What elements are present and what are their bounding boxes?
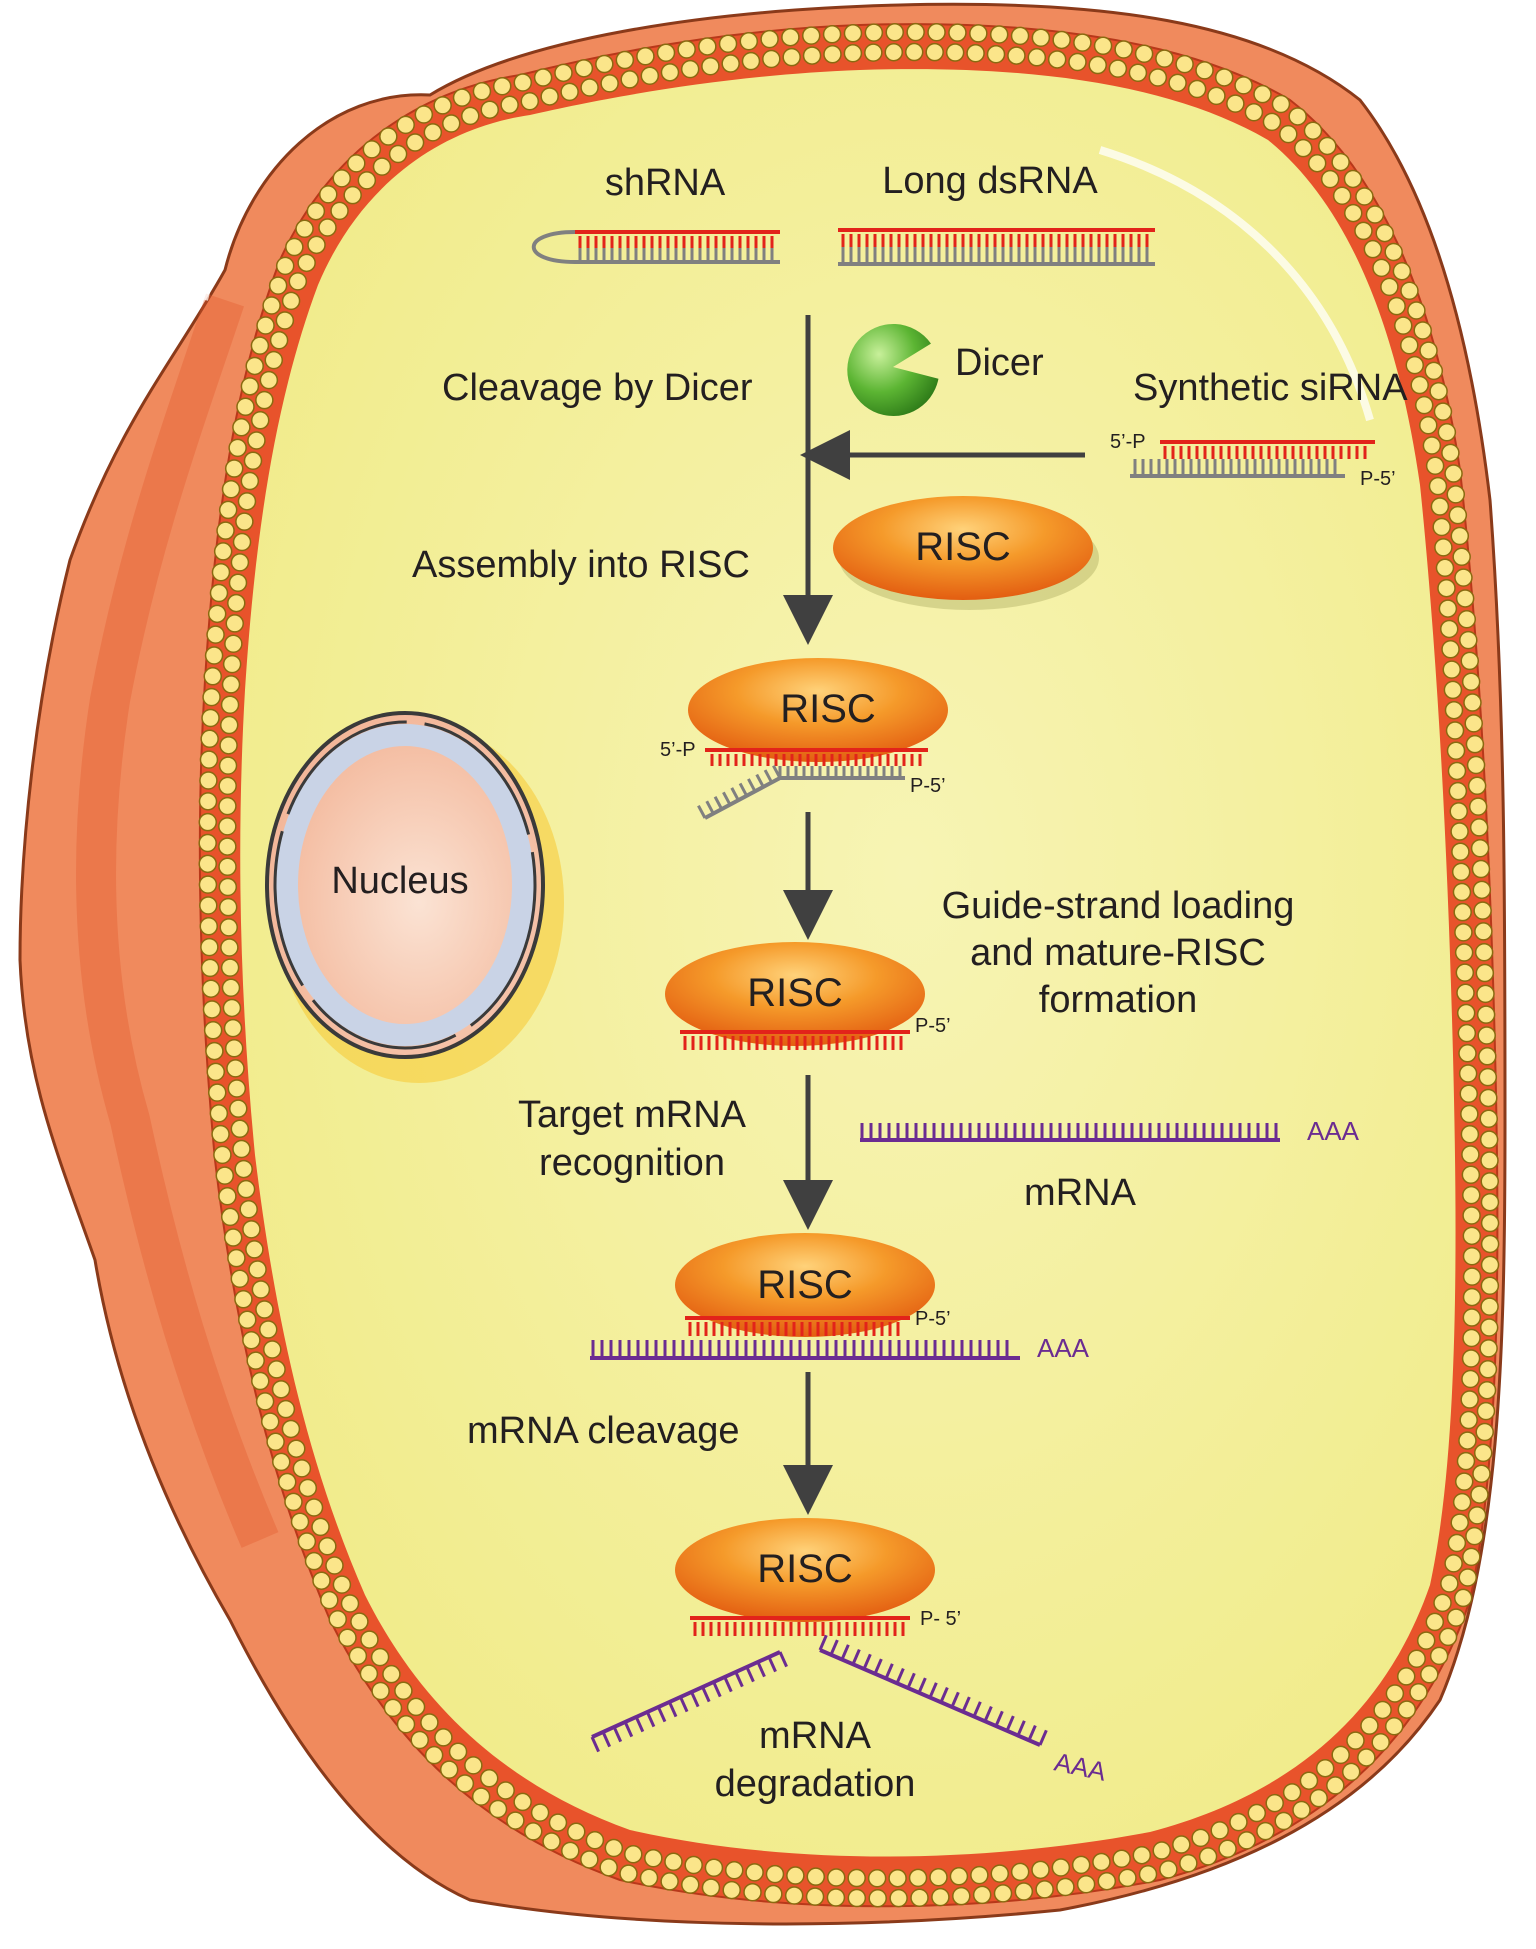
risc-label-3: RISC: [747, 971, 843, 1015]
outer-cell-highlight: [202, 178, 253, 301]
sirna-p-five-label: P-5’: [1360, 468, 1396, 490]
guide-strand-label-1: Guide-strand loading: [942, 885, 1295, 927]
shrna-label: shRNA: [605, 162, 726, 204]
membrane-beads: [198, 22, 1500, 1908]
free-mrna: AAA: [860, 1116, 1360, 1146]
long-dsrna-label: Long dsRNA: [882, 160, 1098, 202]
target-label-1: Target mRNA: [518, 1094, 747, 1136]
recognition-polya: AAA: [1037, 1333, 1090, 1363]
degradation-label-1: mRNA: [759, 1715, 872, 1757]
cleavage-by-dicer-label: Cleavage by Dicer: [442, 367, 753, 409]
loading-p-five-label: P-5’: [910, 775, 946, 797]
cytoplasm-highlight: [1098, 146, 1374, 422]
guide-strand-label-2: and mature-RISC: [970, 932, 1266, 974]
risc-loading-complex: RISC 5’-P P-5’: [660, 658, 948, 820]
target-label-2: recognition: [539, 1142, 725, 1184]
loading-five-p-label: 5’-P: [660, 739, 696, 761]
assembly-into-risc-label: Assembly into RISC: [412, 544, 750, 586]
mrna-label: mRNA: [1024, 1172, 1137, 1214]
mrna-cleavage-label: mRNA cleavage: [467, 1410, 739, 1452]
degradation-p-five-label: P- 5’: [920, 1608, 961, 1630]
guide-strand-label-3: formation: [1039, 979, 1197, 1021]
synthetic-sirna-duplex: 5’-P P-5’: [1110, 431, 1396, 490]
dicer-label: Dicer: [955, 342, 1044, 384]
shrna-hairpin: [531, 230, 780, 264]
synthetic-sirna-label: Synthetic siRNA: [1133, 367, 1408, 409]
risc-label-4: RISC: [757, 1263, 853, 1307]
long-dsrna: [838, 228, 1155, 266]
recognition-p-five-label: P-5’: [915, 1308, 951, 1330]
free-mrna-polya: AAA: [1307, 1116, 1360, 1146]
dicer-icon: [847, 324, 939, 416]
risc-label-5: RISC: [757, 1547, 853, 1591]
risc-label-1: RISC: [915, 525, 1011, 569]
sirna-five-p-label: 5’-P: [1110, 431, 1146, 453]
risc-free: RISC: [833, 496, 1099, 610]
degradation-label-2: degradation: [715, 1763, 916, 1805]
outer-cell-shading: [76, 293, 279, 1548]
mature-p-five-label: P-5’: [915, 1015, 951, 1037]
mature-risc: RISC P-5’: [665, 942, 951, 1050]
risc-recognition-complex: RISC P-5’ AAA: [590, 1233, 1090, 1363]
nucleus: Nucleus: [265, 711, 564, 1083]
risc-icon: [833, 496, 1093, 600]
nucleus-label: Nucleus: [331, 860, 468, 902]
risc-label-2: RISC: [780, 687, 876, 731]
risc-degradation-complex: RISC P- 5’ AAA: [590, 1518, 1110, 1787]
